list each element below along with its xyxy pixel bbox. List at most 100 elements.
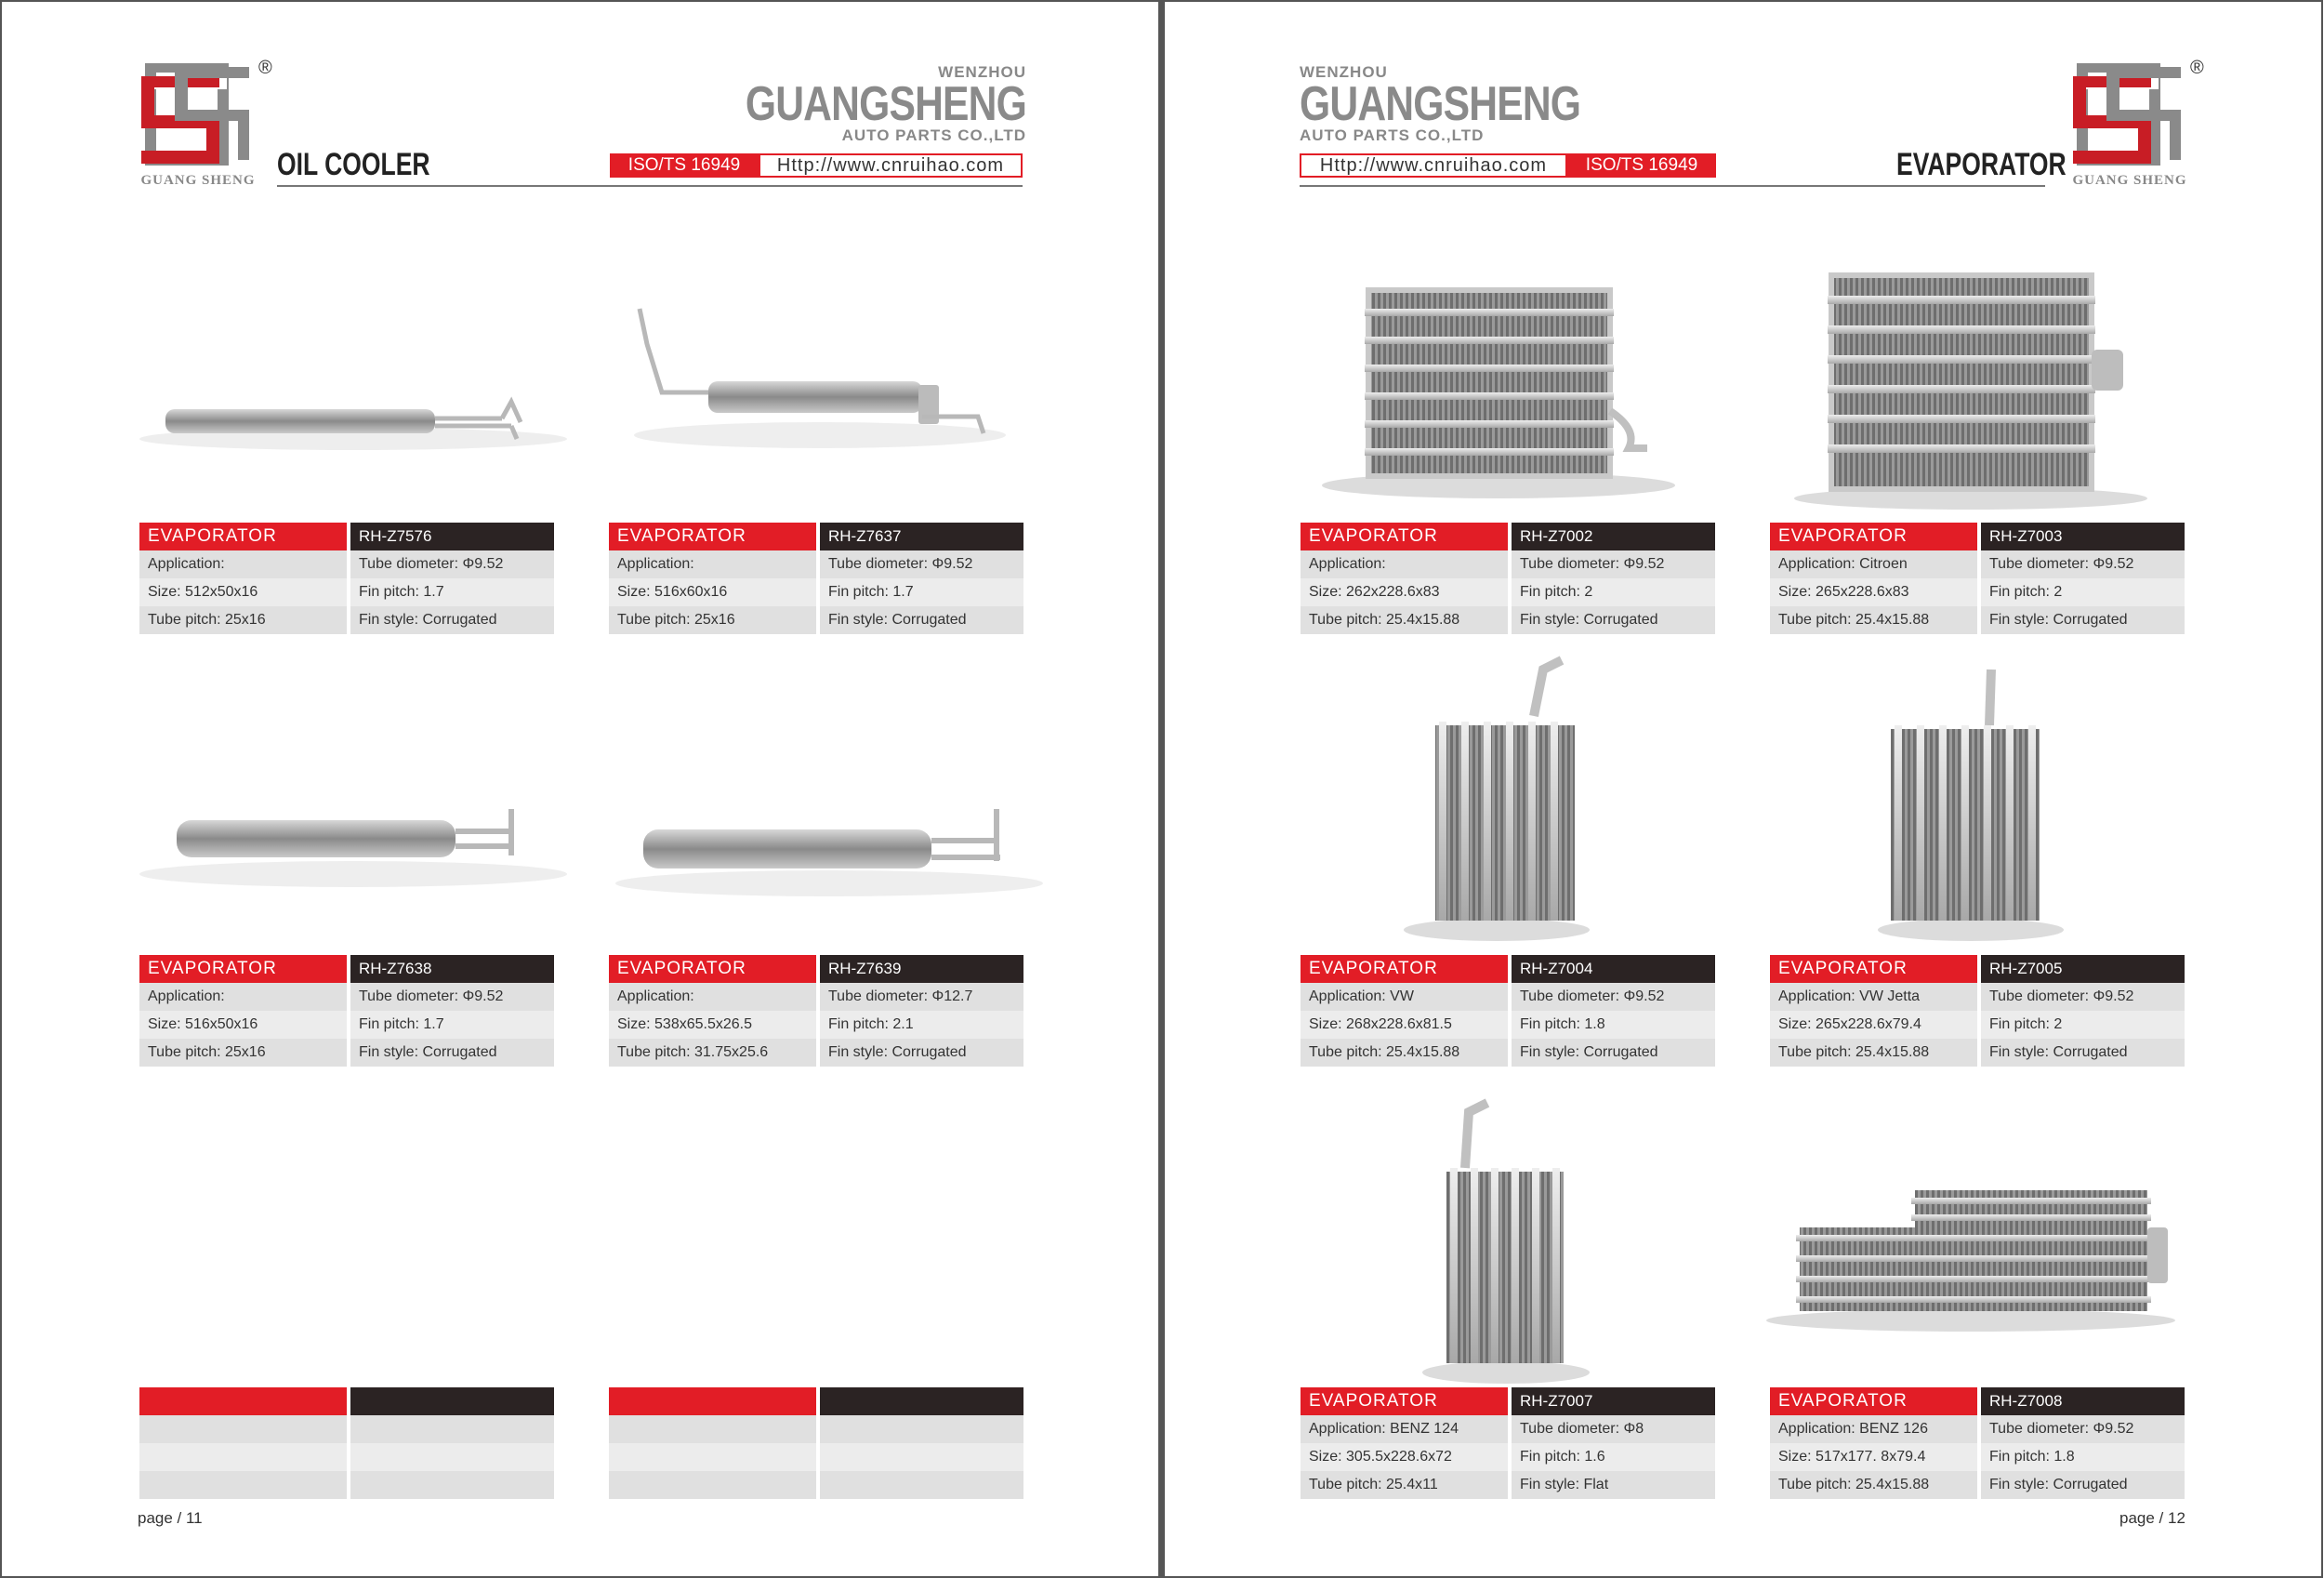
product-spec-table: EVAPORATOR RH-Z7003 Application: Citroen… xyxy=(1770,523,2185,634)
table-header-row: EVAPORATOR RH-Z7576 xyxy=(139,523,554,550)
table-row: Tube pitch: 25.4x15.88 Fin style: Corrug… xyxy=(1770,1039,2185,1067)
model-number: RH-Z7639 xyxy=(820,955,1023,983)
table-header-row: EVAPORATOR RH-Z7638 xyxy=(139,955,554,983)
tube-pitch-cell: Tube pitch: 25.4x11 xyxy=(1301,1471,1508,1499)
tube-diameter-cell: Tube diometer: Φ9.52 xyxy=(1981,983,2185,1011)
application-cell: Application: xyxy=(609,983,816,1011)
header-rule xyxy=(277,185,1023,187)
model-number: RH-Z7007 xyxy=(1512,1387,1715,1415)
model-number: RH-Z7637 xyxy=(820,523,1023,550)
oil-cooler-image xyxy=(130,762,586,930)
table-row xyxy=(139,1471,554,1499)
table-cell xyxy=(350,1443,554,1471)
website-link[interactable]: Http://www.cnruihao.com xyxy=(759,153,1023,178)
product-spec-table: EVAPORATOR RH-Z7002 Application: Tube di… xyxy=(1301,523,1715,634)
table-row: Application: BENZ 126 Tube diometer: Φ9.… xyxy=(1770,1415,2185,1443)
table-row: Application: Tube diometer: Φ9.52 xyxy=(139,550,554,578)
product-spec-table: EVAPORATOR RH-Z7576 Application: Tube di… xyxy=(139,523,554,634)
empty-spec-table xyxy=(139,1387,554,1499)
table-header-row: EVAPORATOR RH-Z7637 xyxy=(609,523,1023,550)
table-cell xyxy=(350,1471,554,1499)
company-city: WENZHOU xyxy=(1300,63,1388,81)
table-row: Tube pitch: 25x16 Fin style: Corrugated xyxy=(139,606,554,634)
fin-style-cell: Fin style: Corrugated xyxy=(820,1039,1023,1067)
evaporator-image xyxy=(1394,651,1599,948)
tube-pitch-cell: Tube pitch: 25.4x15.88 xyxy=(1301,1039,1508,1067)
table-cell xyxy=(609,1471,816,1499)
table-row: Tube pitch: 25x16 Fin style: Corrugated xyxy=(609,606,1023,634)
category-label: EVAPORATOR xyxy=(1770,955,1977,983)
table-cell xyxy=(350,1415,554,1443)
fin-pitch-cell: Fin pitch: 1.7 xyxy=(350,578,554,606)
table-row: Tube pitch: 25x16 Fin style: Corrugated xyxy=(139,1039,554,1067)
logo-text: GUANG SHENG xyxy=(2072,173,2187,188)
fin-style-cell: Fin style: Corrugated xyxy=(820,606,1023,634)
size-cell: Size: 265x228.6x83 xyxy=(1770,578,1977,606)
table-row: Size: 265x228.6x83 Fin pitch: 2 xyxy=(1770,578,2185,606)
company-block: WENZHOU GUANGSHENG AUTO PARTS CO.,LTD xyxy=(636,63,1027,145)
size-cell: Size: 268x228.6x81.5 xyxy=(1301,1011,1508,1039)
model-number xyxy=(350,1387,554,1415)
size-cell: Size: 516x50x16 xyxy=(139,1011,347,1039)
table-row xyxy=(609,1415,1023,1443)
table-row: Tube pitch: 25.4x11 Fin style: Flat xyxy=(1301,1471,1715,1499)
size-cell: Size: 262x228.6x83 xyxy=(1301,578,1508,606)
table-row: Size: 305.5x228.6x72 Fin pitch: 1.6 xyxy=(1301,1443,1715,1471)
category-label xyxy=(609,1387,816,1415)
empty-spec-table xyxy=(609,1387,1023,1499)
page-number: page / 11 xyxy=(138,1509,203,1527)
table-row: Size: 516x50x16 Fin pitch: 1.7 xyxy=(139,1011,554,1039)
table-row: Tube pitch: 25.4x15.88 Fin style: Corrug… xyxy=(1770,606,2185,634)
model-number: RH-Z7638 xyxy=(350,955,554,983)
table-row: Tube pitch: 31.75x25.6 Fin style: Corrug… xyxy=(609,1039,1023,1067)
fin-style-cell: Fin style: Corrugated xyxy=(1512,1039,1715,1067)
product-spec-table: EVAPORATOR RH-Z7004 Application: VW Tube… xyxy=(1301,955,1715,1067)
category-label: EVAPORATOR xyxy=(1301,1387,1508,1415)
tube-diameter-cell: Tube diometer: Φ9.52 xyxy=(1512,550,1715,578)
evaporator-image xyxy=(1413,1094,1599,1391)
spread-divider xyxy=(1160,0,1163,1578)
tube-diameter-cell: Tube diometer: Φ12.7 xyxy=(820,983,1023,1011)
table-row: Tube pitch: 25.4x15.88 Fin style: Corrug… xyxy=(1301,1039,1715,1067)
website-link[interactable]: Http://www.cnruihao.com xyxy=(1300,153,1567,178)
guangsheng-logo-icon: GUANG SHENG ® xyxy=(2069,58,2203,193)
fin-style-cell: Fin style: Corrugated xyxy=(1981,1039,2185,1067)
tube-pitch-cell: Tube pitch: 25.4x15.88 xyxy=(1770,1471,1977,1499)
logo-text: GUANG SHENG xyxy=(140,173,256,188)
page-number: page / 12 xyxy=(2119,1509,2185,1527)
fin-pitch-cell: Fin pitch: 1.7 xyxy=(350,1011,554,1039)
oil-cooler-image xyxy=(606,772,1052,939)
evaporator-image xyxy=(1766,238,2175,517)
tube-diameter-cell: Tube diometer: Φ9.52 xyxy=(350,983,554,1011)
tube-diameter-cell: Tube diometer: Φ8 xyxy=(1512,1415,1715,1443)
category-label: EVAPORATOR xyxy=(1301,955,1508,983)
table-row: Size: 538x65.5x26.5 Fin pitch: 2.1 xyxy=(609,1011,1023,1039)
tube-pitch-cell: Tube pitch: 25.4x15.88 xyxy=(1770,1039,1977,1067)
registered-mark-icon: ® xyxy=(2190,58,2204,78)
fin-pitch-cell: Fin pitch: 2 xyxy=(1981,1011,2185,1039)
product-spec-table: EVAPORATOR RH-Z7637 Application: Tube di… xyxy=(609,523,1023,634)
application-cell: Application: BENZ 126 xyxy=(1770,1415,1977,1443)
table-row xyxy=(609,1471,1023,1499)
table-row: Tube pitch: 25.4x15.88 Fin style: Corrug… xyxy=(1770,1471,2185,1499)
company-ltd: AUTO PARTS CO.,LTD xyxy=(841,126,1026,144)
table-row: Application: Citroen Tube diometer: Φ9.5… xyxy=(1770,550,2185,578)
tube-pitch-cell: Tube pitch: 25x16 xyxy=(139,606,347,634)
company-name: GUANGSHENG xyxy=(1300,77,1581,131)
fin-pitch-cell: Fin pitch: 2 xyxy=(1512,578,1715,606)
company-ltd: AUTO PARTS CO.,LTD xyxy=(1300,126,1485,144)
table-row xyxy=(609,1443,1023,1471)
table-header-row: EVAPORATOR RH-Z7003 xyxy=(1770,523,2185,550)
cert-url-bar: Http://www.cnruihao.com ISO/TS 16949 xyxy=(1300,153,1716,178)
fin-style-cell: Fin style: Corrugated xyxy=(1512,606,1715,634)
table-header-row xyxy=(609,1387,1023,1415)
application-cell: Application: xyxy=(139,550,347,578)
product-spec-table: EVAPORATOR RH-Z7638 Application: Tube di… xyxy=(139,955,554,1067)
product-spec-table: EVAPORATOR RH-Z7007 Application: BENZ 12… xyxy=(1301,1387,1715,1499)
size-cell: Size: 305.5x228.6x72 xyxy=(1301,1443,1508,1471)
category-label: EVAPORATOR xyxy=(1770,523,1977,550)
category-label: EVAPORATOR xyxy=(1770,1387,1977,1415)
application-cell: Application: xyxy=(609,550,816,578)
application-cell: Application: xyxy=(139,983,347,1011)
table-row: Size: 265x228.6x79.4 Fin pitch: 2 xyxy=(1770,1011,2185,1039)
